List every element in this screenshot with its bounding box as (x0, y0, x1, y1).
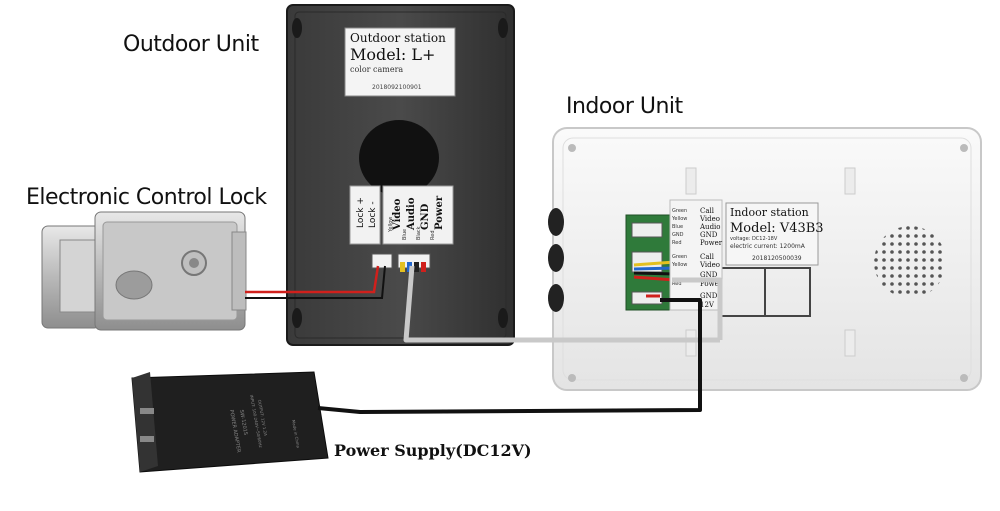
indoor-label-voltage: voltage: DC12-18V (730, 236, 778, 242)
indoor-terminal-panel (669, 199, 723, 311)
indoor-term-12v: 12V (700, 301, 715, 309)
signal-cable (403, 265, 720, 343)
indoor-label-model: Model: V43B3 (730, 221, 824, 236)
terminal-red: Red (430, 231, 436, 241)
terminal-lock-neg: Lock - (368, 201, 378, 228)
label-outdoor-unit: Outdoor Unit (123, 32, 259, 57)
adapter-model: SW-1201S (238, 409, 248, 435)
indoor-term-blue1: Blue (672, 224, 683, 230)
power-adapter: POWER ADAPTER SW-1201S INPUT: 100-240V~5… (131, 371, 329, 473)
lock-connector (371, 253, 393, 269)
indoor-term-call2: Call (700, 253, 715, 261)
terminal-black: Black (416, 226, 422, 240)
wires (245, 265, 723, 414)
outdoor-label-subtitle: color camera (350, 65, 403, 74)
indoor-term-black1: GND (672, 232, 684, 238)
indoor-term-power2: Power (700, 280, 723, 288)
terminal-lock-pos: Lock + (356, 197, 366, 228)
indoor-term-red1: Red (672, 240, 682, 246)
indoor-term-audio1: Audio (699, 223, 721, 231)
lock-wire-red (245, 265, 380, 294)
indoor-term-video1: Video (699, 215, 720, 223)
indoor-term-power1: Power (700, 239, 723, 247)
indoor-term-gnd3: GND (700, 292, 718, 300)
indoor-term-call1: Call (700, 207, 715, 215)
electronic-lock (41, 211, 247, 331)
terminal-blue: Blue (402, 229, 408, 240)
indoor-term-yellow1: Yellow (671, 216, 687, 222)
outdoor-unit: Outdoor station Model: L+ color camera 2… (286, 4, 515, 346)
label-power-supply: Power Supply(DC12V) (334, 441, 532, 460)
indoor-term-red2: Red (672, 281, 682, 287)
speaker-grille (874, 226, 946, 298)
indoor-term-video2: Video (699, 261, 720, 269)
signal-terminal-panel (382, 185, 454, 245)
label-electronic-lock: Electronic Control Lock (26, 185, 267, 210)
terminal-power: Power (434, 195, 445, 230)
indoor-unit: Indoor station Model: V43B3 voltage: DC1… (548, 127, 982, 391)
outdoor-label-title: Outdoor station (350, 31, 446, 45)
indoor-term-yellow2: Yellow (671, 262, 687, 268)
adapter-made: Made in China (291, 419, 301, 448)
indoor-term-gnd2: GND (700, 271, 718, 279)
outdoor-label-serial: 2018092100901 (372, 84, 422, 91)
lock-terminal-panel (349, 185, 381, 245)
indoor-label-serial: 2018120500039 (752, 255, 802, 262)
indoor-label-title: Indoor station (730, 206, 809, 219)
power-cable (317, 298, 702, 414)
indoor-term-green2: Green (672, 254, 687, 260)
indoor-term-gnd1: GND (700, 231, 718, 239)
terminal-yellow: Yellow (388, 217, 394, 233)
indoor-term-green1: Green (672, 208, 687, 214)
terminal-video: Video (392, 198, 403, 231)
label-indoor-unit: Indoor Unit (566, 94, 683, 119)
lock-wire-black (245, 265, 386, 299)
outdoor-label-model: Model: L+ (350, 45, 435, 64)
indoor-label-sticker (725, 202, 819, 266)
terminal-gnd: GND (420, 203, 431, 230)
outdoor-label-sticker (344, 27, 456, 97)
indoor-label-current: electric current: 1200mA (730, 243, 806, 250)
terminal-audio: Audio (406, 197, 417, 231)
adapter-output: OUTPUT: 12V 1.2A (257, 399, 268, 436)
